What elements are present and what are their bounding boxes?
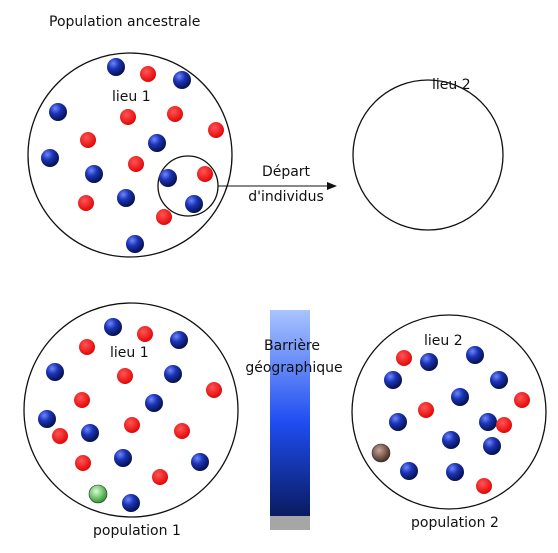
population-1-red-individual [124,417,140,433]
ancestral-population-title: Population ancestrale [49,14,201,30]
ancestral-blue-individual [107,58,125,76]
geographic-barrier [270,310,310,516]
ancestral-red-individual [120,109,136,125]
population-1-circle [23,302,239,518]
population-2-blue-individual [400,462,418,480]
population-2-blue-individual [490,371,508,389]
population-1-label: population 1 [93,523,181,539]
ancestral-blue-individual [41,149,59,167]
migration-label-line-1: Départ [261,164,311,180]
population-2-blue-individual [384,371,402,389]
ancestral-blue-individual [117,189,135,207]
migration-label-line-2: d'individus [248,189,324,205]
ancestral-red-individual [78,195,94,211]
population-1-red-individual [75,455,91,471]
population-2-label: population 2 [411,515,499,531]
ancestral-population-circle [27,52,233,258]
population-1-blue-individual [38,410,56,428]
population-2-blue-individual [420,353,438,371]
population-1-blue-individual [81,424,99,442]
population-1-red-individual [206,382,222,398]
population-1-blue-individual [191,453,209,471]
population-2-red-individual [396,350,412,366]
population-2-blue-individual [466,346,484,364]
population-1-blue-individual [145,394,163,412]
barrier-base [270,516,310,530]
ancestral-blue-individual [49,103,67,121]
destination-circle [352,79,504,231]
population-2-blue-individual [483,437,501,455]
population-2-blue-individual [446,463,464,481]
place-label-lieu-2-bottom: lieu 2 [424,333,463,349]
population-1-red-individual [137,326,153,342]
population-1-blue-individual [104,318,122,336]
place-label-lieu-1-bottom: lieu 1 [110,345,149,361]
population-2-red-individual [514,392,530,408]
population-1-red-individual [52,428,68,444]
ancestral-red-individual [156,209,172,225]
population-2-red-individual [496,417,512,433]
population-1-blue-individual [114,449,132,467]
population-1-green-mutant-individual [88,484,108,504]
ancestral-blue-individual [126,235,144,253]
ancestral-red-individual [197,166,213,182]
place-label-lieu-1-top: lieu 1 [112,89,151,105]
population-1-blue-individual [170,331,188,349]
barrier-label-line-2: géographique [245,360,343,376]
ancestral-red-individual [167,106,183,122]
population-1-blue-individual [122,494,140,512]
ancestral-blue-individual [85,165,103,183]
ancestral-red-individual [128,156,144,172]
population-1-blue-individual [46,363,64,381]
population-1-red-individual [74,392,90,408]
ancestral-blue-individual [148,134,166,152]
population-2-circle [351,314,547,510]
ancestral-red-individual [208,122,224,138]
population-2-brown-mutant-individual [371,443,391,463]
population-1-red-individual [174,423,190,439]
population-2-red-individual [418,402,434,418]
ancestral-red-individual [80,132,96,148]
population-1-red-individual [152,469,168,485]
population-1-blue-individual [164,365,182,383]
ancestral-blue-individual [173,71,191,89]
ancestral-blue-individual [185,195,203,213]
population-1-red-individual [117,368,133,384]
ancestral-red-individual [140,66,156,82]
population-1-red-individual [79,339,95,355]
population-2-blue-individual [389,413,407,431]
population-2-blue-individual [479,413,497,431]
ancestral-blue-individual [159,169,177,187]
population-2-blue-individual [442,431,460,449]
population-2-red-individual [476,478,492,494]
place-label-lieu-2-top: lieu 2 [432,77,471,93]
population-2-blue-individual [451,388,469,406]
barrier-label-line-1: Barrière [263,338,320,354]
